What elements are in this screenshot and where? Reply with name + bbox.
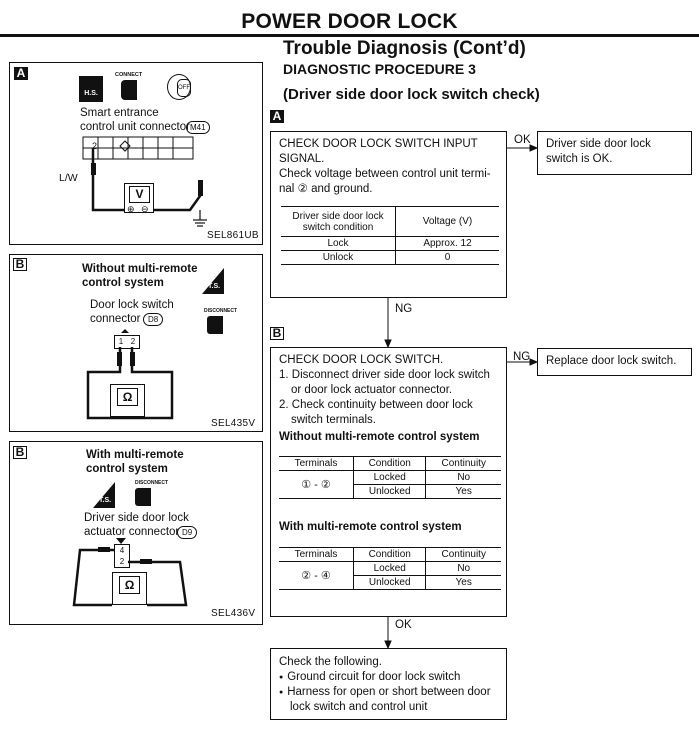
ohmmeter-b2: Ω (112, 572, 147, 605)
final-bullet-2-cont: lock switch and control unit (290, 701, 428, 713)
ok-label-a: OK (514, 134, 531, 146)
ignition-key-icon: OFF (167, 74, 191, 100)
final-check-box: Check the following. Ground circuit for … (270, 648, 507, 720)
figure-panel-b2 (9, 441, 263, 625)
fig-a-text1: Smart entrance (80, 107, 159, 119)
fig-b1-text2: connector (90, 313, 141, 325)
figure-code-a: SEL861UB (207, 230, 259, 241)
step-b-item2b: switch terminals. (291, 414, 376, 426)
section-title: Trouble Diagnosis (Cont’d) (283, 38, 526, 59)
voltage-table: Driver side door lock switch condition V… (281, 206, 499, 265)
final-heading: Check the following. (279, 656, 382, 668)
step-tag-a: A (270, 110, 284, 123)
figure-tag-b1: B (13, 258, 27, 271)
continuity-table-2: Terminals Condition Continuity ② - ④ Loc… (279, 547, 501, 590)
disconnect-label-b2: DISCONNECT (135, 480, 169, 486)
fig-b2-title2: control system (86, 463, 168, 475)
connect-label: CONNECT (115, 72, 143, 78)
fig-b2-text1: Driver side door lock (84, 512, 189, 524)
disconnect-label: DISCONNECT (204, 308, 238, 314)
sub-heading-without: Without multi-remote control system (279, 431, 480, 443)
table-cell: Unlocked (353, 484, 427, 499)
continuity-table-1: Terminals Condition Continuity ① - ② Loc… (279, 456, 501, 499)
final-bullet-2: Harness for open or short between door (279, 685, 490, 702)
wire-color-label: L/W (59, 172, 78, 184)
figure-tag-a: A (14, 67, 28, 80)
disconnect-icon-b2 (135, 488, 151, 506)
voltmeter: V (124, 183, 154, 213)
table-cell: ② - ④ (279, 561, 354, 590)
table-cell: ① - ② (279, 470, 354, 499)
page-title: POWER DOOR LOCK (241, 10, 458, 33)
ng-result-b: Replace door lock switch. (537, 348, 692, 376)
step-b-heading: CHECK DOOR LOCK SWITCH. (279, 354, 444, 366)
figure-code-b2: SEL436V (211, 608, 256, 619)
harness-sign-icon: H.S. (79, 76, 103, 102)
connector-ref-d8: D8 (143, 313, 164, 326)
table-cell: Unlock (281, 250, 396, 265)
step-a-line1: CHECK DOOR LOCK SWITCH INPUT (279, 138, 478, 150)
figure-tag-b2: B (13, 446, 27, 459)
step-a-line3: Check voltage between control unit termi… (279, 168, 491, 180)
disconnect-icon (207, 316, 223, 334)
step-b-item1: 1. Disconnect driver side door lock swit… (279, 369, 490, 381)
connector-icon (121, 80, 137, 100)
tester-sign-icon-b2: T.S. (93, 482, 115, 508)
header-rule (0, 34, 699, 37)
step-b-box: CHECK DOOR LOCK SWITCH. 1. Disconnect dr… (270, 347, 507, 617)
ok-result-a: Driver side door lock switch is OK. (537, 131, 692, 175)
tester-sign-icon: T.S. (202, 268, 224, 294)
step-b-item1b: or door lock actuator connector. (291, 384, 453, 396)
table-cell: 0 (395, 250, 499, 265)
procedure-title: DIAGNOSTIC PROCEDURE 3 (283, 61, 476, 77)
table-cell: Yes (425, 575, 501, 590)
final-bullet-1: Ground circuit for door lock switch (279, 670, 460, 687)
fig-b1-title2: control system (82, 277, 164, 289)
ng-label-a: NG (395, 303, 413, 315)
connector-ref-m41: M41 (186, 121, 210, 134)
fig-b1-text1: Door lock switch (90, 299, 174, 311)
table-cell: Yes (425, 484, 501, 499)
step-a-line4: nal ② and ground. (279, 183, 373, 195)
step-a-box: CHECK DOOR LOCK SWITCH INPUT SIGNAL. Che… (270, 131, 507, 298)
procedure-description: (Driver side door lock switch check) (283, 86, 540, 103)
meter-minus: ⊖ (141, 204, 149, 214)
ok-label-b: OK (395, 619, 412, 631)
connector-ref-d9: D9 (177, 526, 198, 539)
ng-label-b: NG (513, 351, 531, 363)
fig-b1-title1: Without multi-remote (82, 263, 198, 275)
figure-code-b1: SEL435V (211, 418, 256, 429)
step-a-line2: SIGNAL. (279, 153, 325, 165)
fig-b2-title1: With multi-remote (86, 449, 184, 461)
sub-heading-with: With multi-remote control system (279, 521, 462, 533)
meter-plus: ⊕ (127, 204, 135, 214)
ohmmeter-b1: Ω (110, 384, 145, 417)
fig-a-text2: control unit connector (80, 121, 190, 133)
step-tag-b: B (270, 327, 284, 340)
fig-b2-text2: actuator connector (84, 526, 180, 538)
step-b-item2: 2. Check continuity between door lock (279, 399, 473, 411)
table-cell: Unlocked (353, 575, 427, 590)
pin-label: 2 (92, 141, 98, 151)
